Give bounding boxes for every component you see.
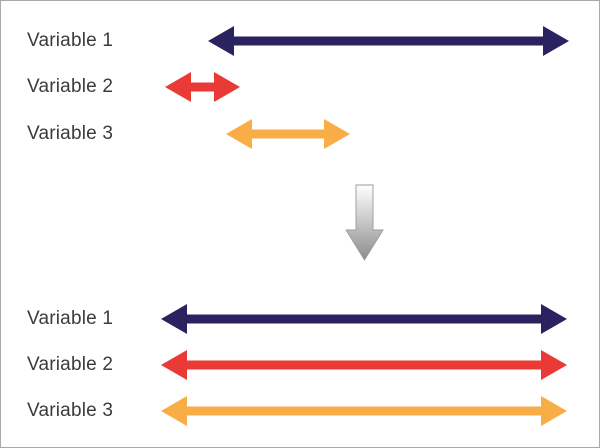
after-label-3: Variable 3: [27, 400, 114, 421]
before-arrow-2: [165, 72, 240, 102]
after-arrow-2: [161, 350, 567, 380]
before-label-3: Variable 3: [27, 123, 114, 144]
down-arrow-shape: [344, 184, 384, 261]
arrow-shape: [165, 72, 240, 102]
arrow-shape: [226, 119, 350, 149]
transition-down-arrow: [344, 184, 384, 261]
before-arrow-3: [226, 119, 350, 149]
arrow-shape: [161, 396, 567, 426]
after-arrow-3: [161, 396, 567, 426]
arrow-shape: [161, 304, 567, 334]
before-arrow-1: [208, 26, 569, 56]
arrow-shape: [208, 26, 569, 56]
after-label-1: Variable 1: [27, 308, 114, 329]
before-label-2: Variable 2: [27, 76, 114, 97]
after-arrow-1: [161, 304, 567, 334]
arrow-shape: [161, 350, 567, 380]
after-label-2: Variable 2: [27, 354, 114, 375]
before-label-1: Variable 1: [27, 30, 114, 51]
